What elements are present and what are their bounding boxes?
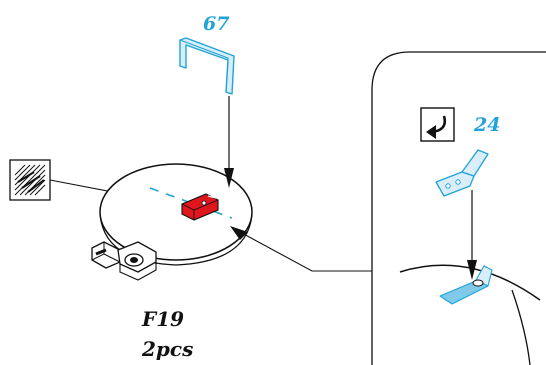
assembly-id-label: F19 [141, 307, 184, 331]
fold-arrow-icon [420, 107, 455, 142]
detail-leader-line [239, 231, 372, 272]
bracket-part-67 [179, 37, 235, 95]
photoetch-sheet-icon [9, 159, 51, 201]
bracket-insert-arrow [224, 96, 234, 188]
round-base [99, 163, 253, 266]
bracket-part-number: 67 [203, 13, 229, 35]
alignment-dash-line [149, 187, 233, 219]
tab-insert-arrow [467, 190, 477, 280]
tab-part-number: 24 [473, 114, 500, 136]
detail-base-edge [399, 264, 541, 365]
folded-tab-part-24 [435, 149, 489, 197]
detail-pointer-arrow [230, 226, 248, 240]
red-fitting-part [181, 193, 219, 221]
hinge-fitting [91, 241, 157, 281]
quantity-label: 2pcs [141, 337, 193, 361]
installed-tab-detail [439, 265, 493, 305]
detail-callout-frame [371, 51, 546, 365]
